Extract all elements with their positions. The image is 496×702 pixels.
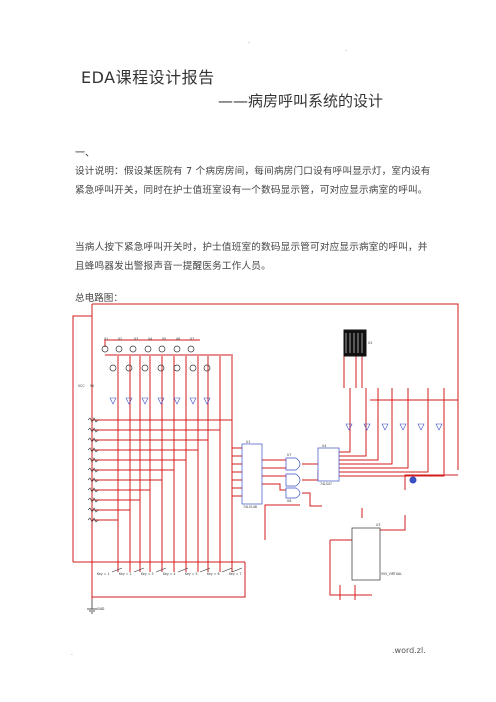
u1-label: U1 — [246, 440, 250, 444]
key-label-7: Key = 7 — [229, 572, 242, 576]
lamp-label-x7: X7 — [190, 337, 194, 341]
key-label-5: Key = 5 — [185, 572, 198, 576]
u2-label: U2 — [368, 341, 372, 345]
header-mark-1: · — [248, 40, 250, 47]
report-title: EDA课程设计报告 — [81, 68, 215, 87]
lamp-label-x5: X5 — [162, 337, 166, 341]
vcc-voltage-label: 5V — [90, 384, 95, 388]
key-label-1: Key = 1 — [97, 572, 110, 576]
key-label-4: Key = 4 — [163, 572, 176, 576]
operation-paragraph: 当病人按下紧急呼叫开关时，护士值班室的数码显示管可对应显示病室的呼叫，并且蜂鸣器… — [75, 242, 428, 272]
u3-label: U3 — [376, 523, 380, 527]
vcc-label: VCC — [78, 384, 85, 388]
footer-text: .word.zl. — [392, 646, 426, 655]
u4-label: U4 — [322, 444, 326, 448]
section-number: 一、 — [75, 148, 95, 159]
key-label-2: Key = 2 — [119, 572, 132, 576]
design-description-paragraph: 设计说明：假设某医院有 7 个病房房间，每间病房门口设有呼叫显示灯，室内设有紧急… — [75, 166, 431, 196]
lamp-label-x3: X3 — [134, 337, 138, 341]
key-label-6: Key = 6 — [207, 572, 220, 576]
lamp-label-x2: X2 — [118, 337, 122, 341]
report-subtitle: ——病房呼叫系统的设计 — [218, 92, 384, 110]
u1-part-label: 74LS148 — [243, 505, 257, 509]
u8-label: U8 — [287, 499, 291, 503]
key-label-3: Key = 3 — [141, 572, 154, 576]
header-mark-2: · — [345, 48, 347, 55]
circuit-diagram-label: 总电路图： — [75, 293, 123, 304]
u4-part-label: 74LS47 — [320, 482, 332, 486]
lamp-label-x6: X6 — [176, 337, 180, 341]
gnd-label: GND — [97, 607, 105, 611]
lamp-label-x1: X1 — [104, 337, 108, 341]
lamp-label-x4: X4 — [148, 337, 152, 341]
footer-mark: . — [71, 650, 73, 657]
u3-part-label: 555_VIRTUAL — [381, 572, 402, 576]
u7-label: U7 — [287, 453, 291, 457]
